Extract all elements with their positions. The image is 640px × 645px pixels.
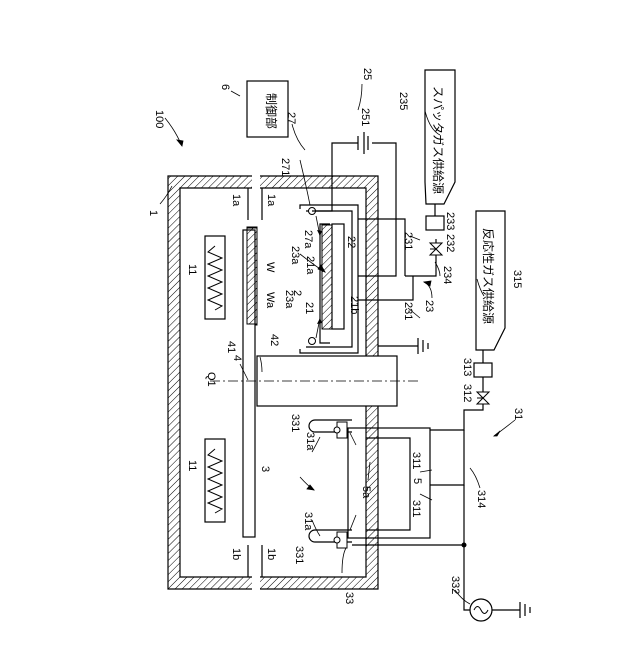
valve-312 (477, 392, 489, 404)
reference-labels: 100 1 1a 1a 1b 1b 2 3 4 5 5a 6 11 11 21 … (147, 68, 524, 604)
label-Wa: Wa (264, 292, 276, 309)
label-31a-top: 31a (304, 432, 316, 451)
label-311-top: 311 (410, 452, 422, 470)
label-234: 234 (441, 266, 453, 284)
sputter-gas-source-label: スパッタガス供給源 (431, 86, 445, 194)
label-1a-right: 1a (265, 194, 277, 207)
label-5a: 5a (360, 486, 372, 499)
label-1a-left: 1a (230, 194, 242, 207)
label-232: 232 (444, 234, 456, 252)
valve-232 (430, 243, 442, 255)
label-312: 312 (461, 384, 473, 402)
label-33: 33 (343, 592, 355, 604)
opening-1a-top (252, 175, 260, 190)
reactive-gas-source-label: 反応性ガス供給源 (481, 228, 495, 324)
label-11-bottom: 11 (186, 460, 198, 471)
label-313: 313 (461, 358, 473, 376)
label-1: 1 (147, 210, 159, 216)
label-235: 235 (397, 92, 409, 110)
controller-label: 制御部 (264, 93, 279, 129)
label-11-top: 11 (186, 264, 198, 275)
label-1b-left: 1b (230, 548, 242, 560)
label-21: 21 (303, 302, 315, 314)
label-1b-right: 1b (265, 548, 277, 560)
label-331-bottom: 331 (293, 546, 305, 564)
label-332: 332 (449, 576, 461, 594)
antenna-bottom (309, 530, 352, 548)
label-41: 41 (225, 341, 237, 353)
label-22: 22 (345, 236, 357, 248)
label-231-a: 231 (402, 232, 414, 250)
label-5: 5 (411, 478, 423, 484)
heater-top (205, 236, 225, 319)
workpiece-hatched (247, 228, 257, 324)
sputter-cathode (300, 205, 358, 353)
label-6: 6 (219, 84, 231, 90)
label-3: 3 (259, 466, 271, 472)
label-100: 100 (153, 110, 165, 128)
label-42: 42 (268, 334, 280, 346)
leader-lines (160, 84, 515, 604)
mass-flow-controller-233 (426, 216, 444, 230)
label-W: W (264, 262, 276, 273)
label-25: 25 (361, 68, 373, 80)
label-231-b: 231 (402, 302, 414, 320)
mass-flow-controller-313 (474, 363, 492, 377)
label-271: 271 (279, 158, 291, 176)
opening-1b-bottom (252, 574, 260, 590)
label-23a-top: 23a (289, 246, 301, 265)
label-31a-bottom: 31a (302, 512, 314, 531)
label-23: 23 (423, 300, 435, 312)
label-4: 4 (231, 355, 243, 361)
label-331-top: 331 (289, 414, 301, 432)
label-251: 251 (359, 108, 371, 126)
label-27a: 27a (302, 230, 314, 249)
label-27: 27 (285, 112, 297, 124)
label-31: 31 (512, 408, 524, 420)
label-21a: 21a (304, 256, 316, 275)
label-21b: 21b (348, 296, 360, 314)
label-Q1: Q1 (205, 372, 217, 387)
dc-power-supply (358, 132, 368, 154)
heater-bottom (205, 439, 225, 522)
label-314: 314 (475, 490, 487, 508)
label-311-bottom: 311 (410, 500, 422, 518)
label-23a-bottom: 23a (283, 290, 295, 309)
label-315: 315 (511, 270, 523, 288)
label-233: 233 (444, 212, 456, 230)
